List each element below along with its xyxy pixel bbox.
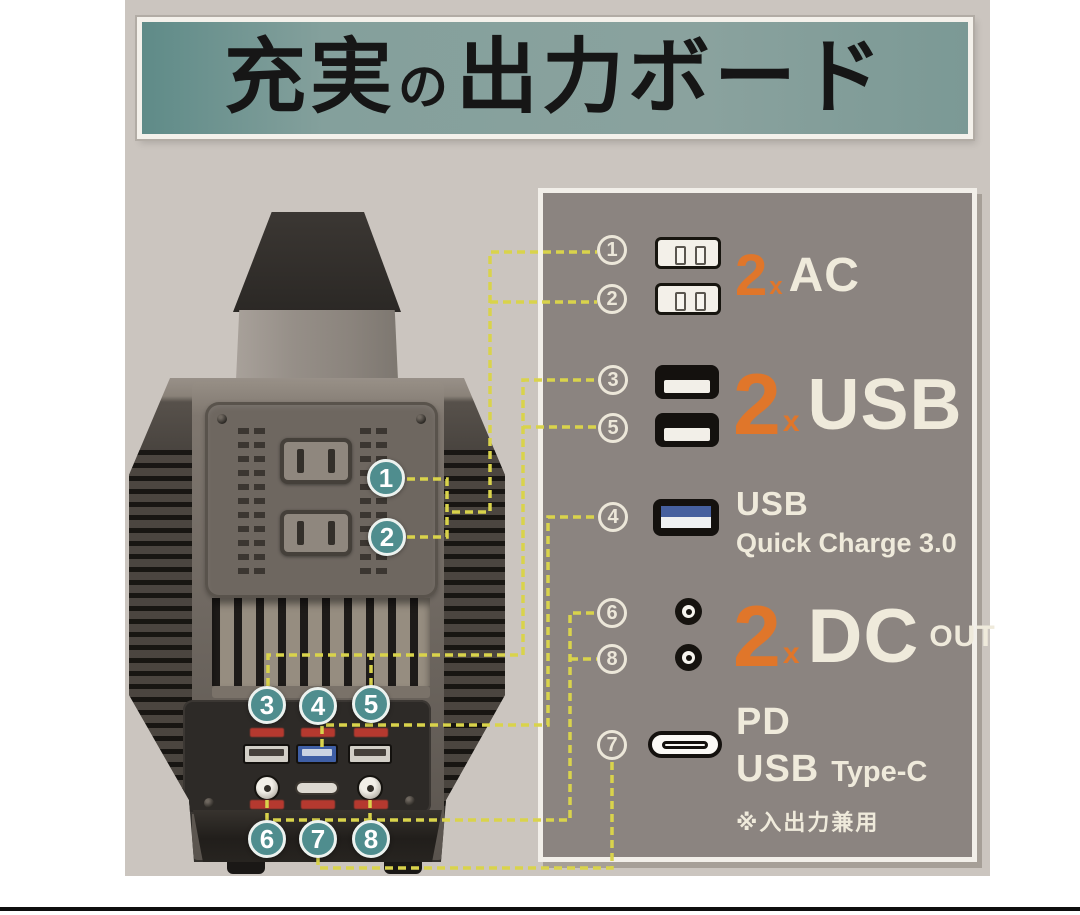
pd-line1: PD [736, 701, 791, 743]
device-callout-4: 4 [299, 687, 337, 725]
usb-count: 2 [733, 357, 781, 453]
usb-a-icon [655, 365, 719, 399]
device-callout-8: 8 [352, 820, 390, 858]
device-vent-slats [212, 598, 430, 686]
vent-dot-column [238, 428, 249, 578]
vent-dot-column [254, 428, 265, 578]
device-ac-outlet-panel [205, 402, 438, 598]
legend-callout-7: 7 [597, 730, 627, 760]
legend-callout-6: 6 [597, 598, 627, 628]
device-usb-port-1 [243, 744, 290, 764]
legend-qc-label: USB Quick Charge 3.0 [736, 485, 957, 559]
pd-typec-text: Type-C [831, 756, 928, 788]
dc-jack-icon [675, 598, 702, 625]
port-label-red [250, 728, 284, 737]
device-callout-7: 7 [299, 820, 337, 858]
screw-icon [416, 414, 426, 424]
device-dc-jack-2 [357, 775, 383, 801]
legend-panel: 2 x AC 2 x USB USB Quick Charge 3.0 2 x … [538, 188, 995, 862]
port-label-red [250, 800, 284, 809]
port-label-red [354, 728, 388, 737]
port-label-red [301, 800, 335, 809]
ac-text: AC [788, 249, 860, 302]
device-ac-outlet-2 [280, 510, 352, 556]
screw-icon [204, 798, 214, 808]
device-usb-qc-port [296, 744, 338, 764]
device-ac-outlet-1 [280, 438, 352, 484]
dc-text: DC [807, 594, 920, 679]
device-callout-6: 6 [248, 820, 286, 858]
legend-callout-8: 8 [597, 644, 627, 674]
qc-line1: USB [736, 485, 809, 522]
legend-callout-4: 4 [598, 502, 628, 532]
legend-pd-label: PD USB Type-C ※入出力兼用 [736, 701, 927, 837]
usb-a-icon [655, 413, 719, 447]
port-label-red [354, 800, 388, 809]
usb-quick-charge-icon [653, 499, 719, 536]
ac-times: x [769, 273, 783, 300]
device-callout-2: 2 [368, 518, 406, 556]
dc-times: x [782, 637, 800, 670]
device-usb-port-2 [348, 744, 392, 764]
device-callout-5: 5 [352, 685, 390, 723]
device-usb-c-port [295, 781, 339, 795]
dc-out-text: OUT [929, 620, 996, 653]
usb-times: x [782, 405, 800, 438]
device-callout-3: 3 [248, 686, 286, 724]
qc-line2: Quick Charge 3.0 [736, 528, 957, 558]
legend-usb-label: 2 x USB [733, 355, 963, 455]
port-label-red [301, 728, 335, 737]
dc-jack-icon [675, 644, 702, 671]
device-handle-base [236, 310, 398, 380]
title-segment-1: 充実 [223, 32, 396, 123]
legend-callout-2: 2 [597, 284, 627, 314]
pd-usb-text: USB [736, 748, 820, 790]
page-title: 充実 の 出力ボード [224, 37, 886, 119]
title-segment-2: の [398, 59, 452, 115]
legend-callout-3: 3 [598, 365, 628, 395]
ac-count: 2 [735, 243, 768, 308]
title-banner: 充実 の 出力ボード [137, 17, 973, 139]
ac-outlet-icon [655, 237, 721, 269]
pd-note: ※入出力兼用 [736, 810, 880, 835]
ac-outlet-icon [655, 283, 721, 315]
legend-callout-5: 5 [598, 413, 628, 443]
legend-callout-1: 1 [597, 235, 627, 265]
title-segment-3: 出力ボード [456, 32, 887, 123]
dc-count: 2 [733, 589, 781, 685]
screw-icon [405, 796, 415, 806]
device-body [129, 378, 505, 862]
pd-line2: USB Type-C [736, 748, 927, 791]
bottom-divider [0, 907, 1080, 911]
device-callout-1: 1 [367, 459, 405, 497]
usb-c-icon [648, 731, 722, 758]
screw-icon [217, 414, 227, 424]
legend-dc-label: 2 x DC OUT [733, 591, 996, 683]
device-dc-jack-1 [254, 775, 280, 801]
usb-text: USB [807, 365, 963, 445]
vent-dot-column [360, 428, 371, 578]
legend-ac-label: 2 x AC [735, 231, 860, 321]
